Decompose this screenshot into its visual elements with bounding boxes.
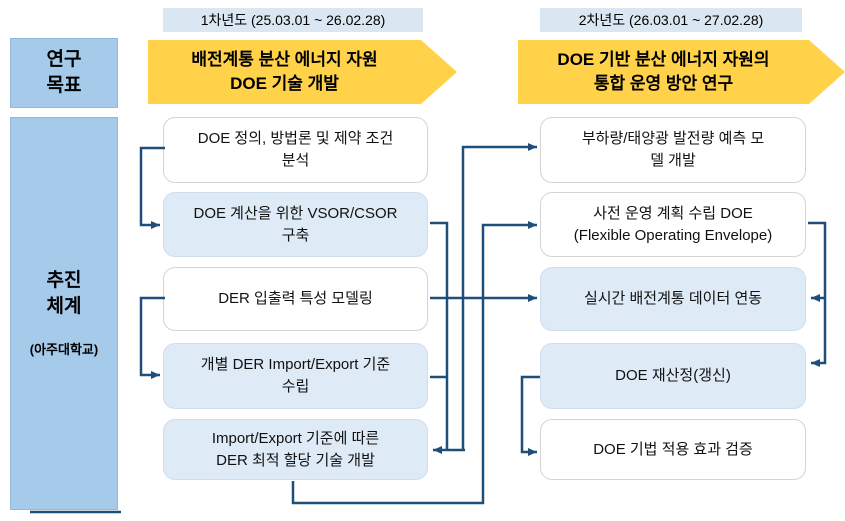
year1-task-2: DOE 계산을 위한 VSOR/CSOR 구축	[163, 192, 428, 257]
year1-header: 1차년도 (25.03.01 ~ 26.02.28)	[163, 8, 423, 32]
arrow-y2t2-to-y2t4	[808, 221, 827, 367]
year2-task-4-text: DOE 재산정(갱신)	[615, 367, 731, 385]
year1-task-3: DER 입출력 특성 모델링	[163, 267, 428, 331]
year1-task-4: 개별 DER Import/Export 기준 수립	[163, 343, 428, 409]
year2-task-4: DOE 재산정(갱신)	[540, 343, 806, 409]
year2-task-3: 실시간 배전계통 데이터 연동	[540, 267, 806, 331]
year1-task-3-text: DER 입출력 특성 모델링	[218, 290, 373, 308]
arrow-y1t3-to-y1t4	[139, 296, 165, 379]
arrow-up-to-y2t1	[461, 143, 537, 451]
arrow-y1t1-to-y1t2	[139, 146, 165, 229]
year2-goal-banner-text: DOE 기반 분산 에너지 자원의 통합 운영 방안 연구	[557, 50, 770, 93]
research-goal-text: 연구 목표	[46, 49, 82, 96]
year2-task-3-text: 실시간 배전계통 데이터 연동	[583, 290, 763, 308]
research-goal-label: 연구 목표	[10, 38, 118, 108]
year2-task-2-text: 사전 운영 계획 수립 DOE (Flexible Operating Enve…	[573, 204, 773, 244]
year2-task-5: DOE 기법 적용 효과 검증	[540, 419, 806, 480]
year2-goal-banner-arrow: DOE 기반 분산 에너지 자원의 통합 운영 방안 연구	[518, 40, 845, 104]
year1-task-1: DOE 정의, 방법론 및 제약 조건 분석	[163, 117, 428, 183]
line-y1t2-down	[430, 221, 449, 451]
year2-task-2: 사전 운영 계획 수립 DOE (Flexible Operating Enve…	[540, 192, 806, 257]
year1-header-label: 1차년도 (25.03.01 ~ 26.02.28)	[200, 12, 386, 28]
organization-text: (아주대학교)	[29, 342, 99, 358]
year1-goal-banner-text: 배전계통 분산 에너지 자원 DOE 기술 개발	[191, 50, 378, 93]
year1-task-4-text: 개별 DER Import/Export 기준 수립	[200, 356, 391, 395]
year2-task-1: 부하량/태양광 발전량 예측 모 델 개발	[540, 117, 806, 183]
implementation-system-label: 추진 체계 (아주대학교)	[10, 117, 118, 510]
year2-header: 2차년도 (26.03.01 ~ 27.02.28)	[540, 8, 802, 32]
year1-task-2-text: DOE 계산을 위한 VSOR/CSOR 구축	[193, 204, 398, 244]
year1-task-5-text: Import/Export 기준에 따른 DER 최적 할당 기술 개발	[211, 429, 380, 469]
year1-goal-banner-arrow: 배전계통 분산 에너지 자원 DOE 기술 개발	[148, 40, 457, 104]
year2-task-1-text: 부하량/태양광 발전량 예측 모 델 개발	[581, 130, 765, 169]
year1-task-1-text: DOE 정의, 방법론 및 제약 조건 분석	[197, 130, 394, 169]
year2-header-label: 2차년도 (26.03.01 ~ 27.02.28)	[578, 12, 764, 28]
implementation-system-text: 추진 체계	[46, 270, 82, 317]
year2-task-5-text: DOE 기법 적용 효과 검증	[593, 440, 753, 458]
year1-task-5: Import/Export 기준에 따른 DER 최적 할당 기술 개발	[163, 419, 428, 480]
arrow-y2t4-to-y2t5	[520, 375, 540, 456]
